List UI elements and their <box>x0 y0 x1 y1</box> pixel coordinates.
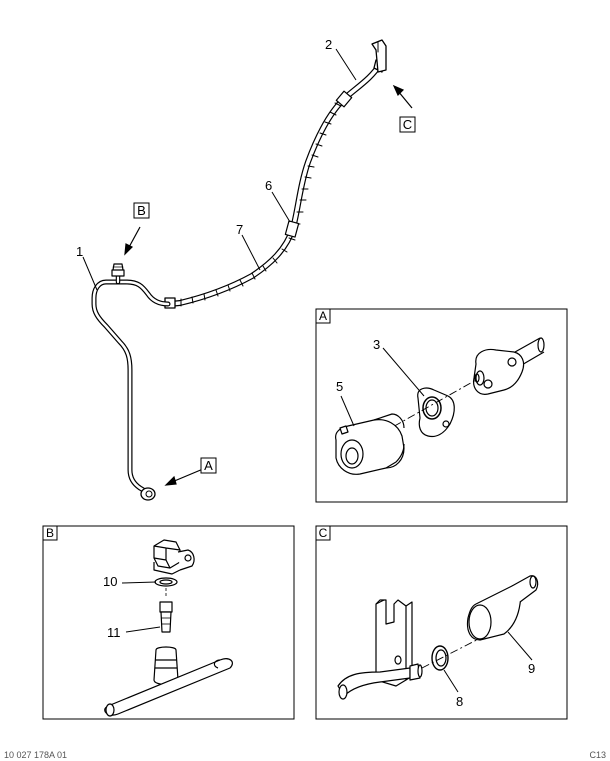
top-bracket <box>371 39 387 73</box>
b-cap-nut <box>153 539 181 569</box>
detail-box-b: B 10 <box>42 525 295 720</box>
view-arrows <box>124 84 413 486</box>
callout-8: 8 <box>456 694 463 709</box>
callout-3: 3 <box>373 337 380 352</box>
main-leaders <box>82 48 357 291</box>
view-ref-b-label: B <box>137 203 146 218</box>
a-nipple <box>475 370 485 386</box>
tube-assembly <box>91 39 387 501</box>
callout-11: 11 <box>107 625 121 640</box>
callout-7: 7 <box>236 222 243 237</box>
detail-box-a: A 3 <box>315 308 568 503</box>
a-gasket <box>417 387 455 438</box>
b-washer <box>154 577 178 587</box>
branch-fitting <box>111 263 125 277</box>
view-ref-b: B <box>133 202 150 219</box>
figure-code: C13 <box>589 750 606 760</box>
callout-10: 10 <box>103 574 117 589</box>
detail-box-c-label: C <box>319 526 328 540</box>
rigid-tube-inner <box>92 280 170 493</box>
figure-id: 10 027 178A 01 <box>4 750 67 760</box>
hose-sleeve <box>284 220 300 238</box>
bottom-fitting <box>140 487 156 501</box>
detail-box-b-label: B <box>46 526 54 540</box>
b-tube <box>104 658 233 716</box>
b-fitting <box>159 601 173 613</box>
detail-box-c: C 8 9 <box>315 525 568 720</box>
callout-9: 9 <box>528 661 535 676</box>
hose-sleeve-top <box>335 90 353 108</box>
a-flange <box>473 348 525 395</box>
detail-box-a-label: A <box>319 309 327 323</box>
callout-2: 2 <box>325 37 332 52</box>
callout-1: 1 <box>76 244 83 259</box>
callout-5: 5 <box>336 379 343 394</box>
callout-6: 6 <box>265 178 272 193</box>
view-ref-c: C <box>399 116 416 133</box>
view-ref-c-label: C <box>403 117 412 132</box>
view-ref-a-label: A <box>204 458 213 473</box>
view-ref-a: A <box>200 457 217 474</box>
